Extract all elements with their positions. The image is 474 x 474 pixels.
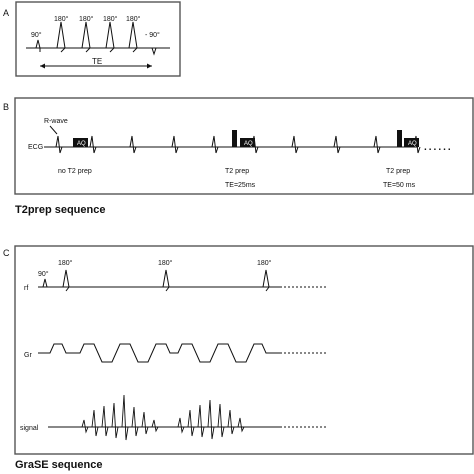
r-wave-spikes bbox=[55, 135, 421, 154]
acq-label-1: AQ bbox=[77, 141, 86, 147]
group-2-line1: T2 prep bbox=[225, 168, 249, 175]
ecg-label: ECG bbox=[28, 144, 43, 151]
pulse-180-a-3 bbox=[105, 21, 115, 53]
pulse-180-a-4 bbox=[128, 21, 138, 53]
rf-pulse-90 bbox=[42, 278, 48, 288]
t2prep-block-2 bbox=[397, 130, 402, 147]
rf-label-180-2: 180° bbox=[158, 259, 173, 267]
gradient-readout-waveform bbox=[38, 343, 280, 363]
continuation-dots: ...... bbox=[424, 142, 453, 153]
rf-label-180-1: 180° bbox=[58, 259, 73, 267]
group-3-line1: T2 prep bbox=[386, 168, 410, 175]
pulse-minus90-a bbox=[151, 47, 157, 56]
grase-caption: GraSE sequence bbox=[15, 459, 102, 471]
acq-label-2: AQ bbox=[244, 141, 253, 147]
group-3-line2: TE=50 ms bbox=[383, 182, 416, 189]
pulse-90-a bbox=[35, 39, 41, 52]
label-minus90-a: - 90° bbox=[145, 31, 160, 39]
acq-block-1 bbox=[73, 138, 88, 147]
rwave-label: R-wave bbox=[44, 118, 68, 125]
t2prep-caption: T2prep sequence bbox=[15, 204, 105, 216]
label-180-a-3: 180° bbox=[103, 15, 118, 23]
echo-train-signal bbox=[81, 394, 245, 441]
rf-pulse-180-2 bbox=[162, 269, 170, 292]
signal-label: signal bbox=[20, 425, 39, 432]
panel-b-letter: B bbox=[3, 102, 9, 112]
rf-pulse-180-1 bbox=[62, 269, 70, 292]
rf-label-180-3: 180° bbox=[257, 259, 272, 267]
rf-label-90: 90° bbox=[38, 270, 49, 278]
pulse-180-a-1 bbox=[56, 21, 66, 53]
acq-block-2 bbox=[240, 138, 255, 147]
panel-c-frame bbox=[14, 245, 474, 455]
acq-block-3 bbox=[404, 138, 419, 147]
gr-label: Gr bbox=[24, 352, 32, 359]
label-180-a-1: 180° bbox=[54, 15, 69, 23]
group-1-line1: no T2 prep bbox=[58, 168, 92, 175]
panel-c-letter: C bbox=[3, 248, 10, 258]
rwave-pointer bbox=[49, 125, 58, 135]
acq-label-3: AQ bbox=[408, 141, 417, 147]
te-label: TE bbox=[92, 57, 102, 66]
label-180-a-2: 180° bbox=[79, 15, 94, 23]
panel-a-letter: A bbox=[3, 8, 9, 18]
t2prep-block-1 bbox=[232, 130, 237, 147]
rf-label: rf bbox=[24, 285, 28, 292]
label-180-a-4: 180° bbox=[126, 15, 141, 23]
panel-b-frame bbox=[14, 97, 474, 195]
group-2-line2: TE=25ms bbox=[225, 182, 256, 189]
panel-a-frame bbox=[15, 1, 181, 77]
label-90-a: 90° bbox=[31, 31, 42, 39]
rf-pulse-180-3 bbox=[262, 269, 270, 292]
pulse-180-a-2 bbox=[81, 21, 91, 53]
